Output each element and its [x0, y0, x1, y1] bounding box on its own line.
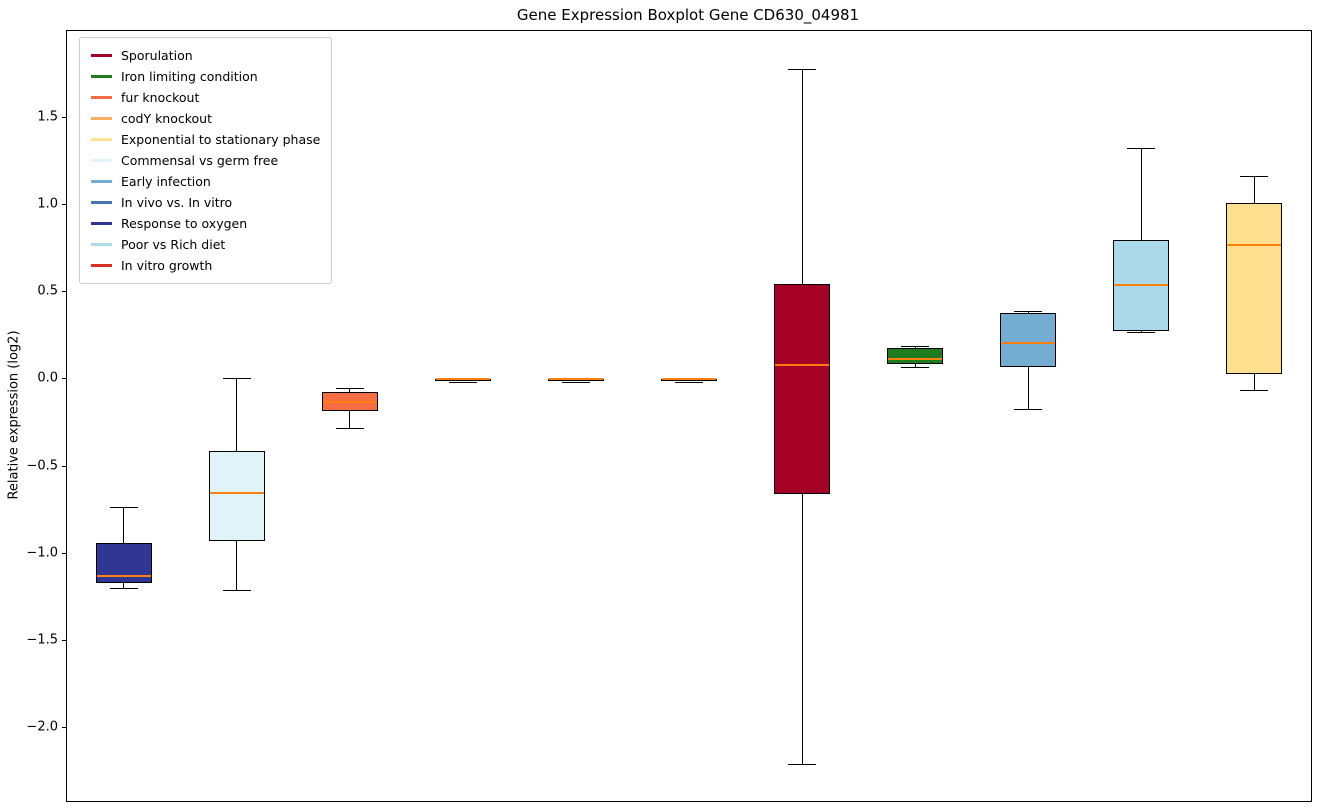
legend-color-swatch: [91, 264, 112, 267]
upper-whisker-cap: [222, 377, 251, 379]
legend-item-label: Response to oxygen: [121, 216, 248, 231]
lower-whisker-line: [1027, 367, 1029, 410]
y-axis-label: Relative expression (log2): [6, 330, 22, 500]
legend-color-swatch: [91, 222, 112, 225]
upper-whisker-cap: [109, 506, 138, 508]
lower-whisker-line: [236, 541, 238, 591]
y-tick-label: 0.5: [37, 283, 58, 299]
legend-item-label: Exponential to stationary phase: [121, 132, 321, 147]
legend-item-label: Early infection: [121, 174, 211, 189]
legend-item: In vitro growth: [91, 255, 320, 276]
lower-whisker-line: [349, 410, 351, 429]
legend-color-swatch: [91, 138, 112, 141]
lower-whisker-cap: [788, 764, 817, 766]
legend-item: fur knockout: [91, 87, 320, 108]
median-line: [1114, 284, 1169, 287]
box: [208, 450, 265, 542]
lower-whisker-cap: [109, 588, 138, 590]
upper-whisker-line: [801, 69, 803, 284]
upper-whisker-line: [123, 506, 125, 544]
box: [774, 283, 831, 495]
legend-item: In vivo vs. In vitro: [91, 192, 320, 213]
upper-whisker-cap: [788, 69, 817, 71]
lower-whisker-line: [123, 583, 125, 589]
legend-item: codY knockout: [91, 108, 320, 129]
legend-color-swatch: [91, 96, 112, 99]
box: [1000, 313, 1057, 368]
median-line: [209, 491, 264, 494]
lower-whisker-cap: [901, 367, 930, 369]
median-line: [548, 378, 603, 381]
lower-whisker-line: [1140, 330, 1142, 333]
y-tick-label: 1.0: [37, 196, 58, 212]
legend-item: Sporulation: [91, 45, 320, 66]
lower-whisker-cap: [448, 381, 477, 383]
legend-color-swatch: [91, 159, 112, 162]
upper-whisker-cap: [1127, 147, 1156, 149]
y-tick-label: −1.5: [26, 632, 58, 648]
lower-whisker-cap: [675, 381, 703, 383]
legend-color-swatch: [91, 243, 112, 246]
y-tick-label: 1.5: [37, 109, 58, 125]
chart-title: Gene Expression Boxplot Gene CD630_04981: [516, 6, 860, 24]
median-line: [435, 378, 490, 381]
legend-item-label: In vitro growth: [121, 258, 213, 273]
lower-whisker-line: [801, 494, 803, 765]
legend-item-label: codY knockout: [121, 111, 213, 126]
upper-whisker-cap: [1240, 175, 1269, 177]
legend-item-label: Poor vs Rich diet: [121, 237, 226, 252]
median-line: [775, 364, 830, 367]
upper-whisker-line: [236, 377, 238, 451]
legend-item: Early infection: [91, 171, 320, 192]
median-line: [888, 357, 943, 360]
box: [1226, 203, 1283, 375]
legend-item-label: Commensal vs germ free: [121, 153, 279, 168]
lower-whisker-cap: [1127, 332, 1156, 334]
upper-whisker-line: [349, 388, 351, 392]
upper-whisker-line: [1140, 147, 1142, 241]
median-line: [322, 401, 377, 404]
legend-item-label: In vivo vs. In vitro: [121, 195, 233, 210]
lower-whisker-cap: [222, 590, 251, 592]
median-line: [96, 575, 151, 578]
lower-whisker-cap: [561, 381, 590, 383]
box: [887, 348, 944, 364]
legend-color-swatch: [91, 201, 112, 204]
legend-item: Exponential to stationary phase: [91, 129, 320, 150]
median-line: [1001, 341, 1056, 344]
legend-color-swatch: [91, 180, 112, 183]
lower-whisker-cap: [335, 428, 364, 430]
lower-whisker-cap: [1014, 409, 1043, 411]
legend-color-swatch: [91, 75, 112, 78]
lower-whisker-cap: [1240, 389, 1269, 391]
upper-whisker-cap: [901, 346, 930, 348]
y-tick-label: −1.0: [26, 545, 58, 561]
median-line: [1227, 244, 1282, 247]
upper-whisker-cap: [1014, 311, 1043, 313]
legend-item: Response to oxygen: [91, 213, 320, 234]
legend-item: Commensal vs germ free: [91, 150, 320, 171]
lower-whisker-line: [1253, 374, 1255, 390]
legend-color-swatch: [91, 117, 112, 120]
upper-whisker-cap: [335, 388, 364, 390]
median-line: [662, 378, 716, 381]
lower-whisker-line: [914, 363, 916, 368]
legend-item: Poor vs Rich diet: [91, 234, 320, 255]
upper-whisker-line: [1253, 175, 1255, 204]
legend-item-label: Iron limiting condition: [121, 69, 258, 84]
legend-item-label: fur knockout: [121, 90, 200, 105]
legend-color-swatch: [91, 54, 112, 57]
legend-item: Iron limiting condition: [91, 66, 320, 87]
legend-item-label: Sporulation: [121, 48, 193, 63]
y-tick-label: −2.0: [26, 719, 58, 735]
